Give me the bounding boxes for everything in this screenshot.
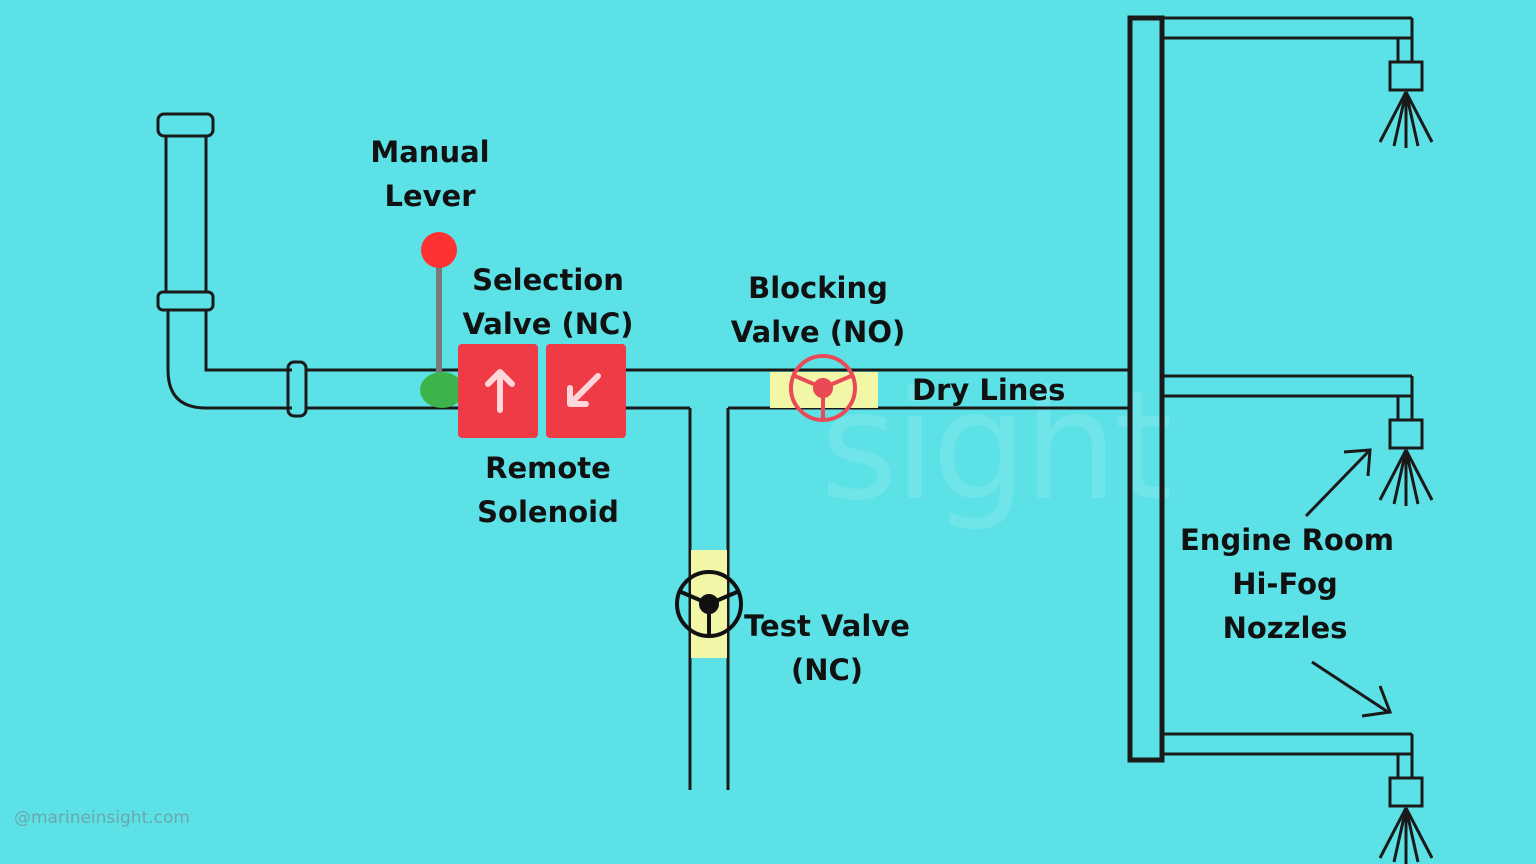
test-valve-label: Test Valve (NC) bbox=[744, 609, 910, 687]
blocking-valve bbox=[770, 354, 878, 422]
blocking-valve-label: Blocking Valve (NO) bbox=[730, 271, 906, 349]
nozzle-bottom bbox=[1378, 752, 1434, 864]
arrow-down-left-icon bbox=[567, 373, 601, 407]
manual-lever-label: Manual Lever bbox=[370, 135, 490, 213]
manual-lever bbox=[420, 232, 464, 408]
nozzle-pointer-arrows bbox=[1304, 448, 1393, 718]
distribution-header-pipe bbox=[1127, 15, 1414, 763]
credit-text: @marineinsight.com bbox=[14, 808, 190, 828]
supply-riser-pipe bbox=[156, 112, 292, 410]
arrow-up-icon bbox=[485, 369, 515, 413]
test-branch-pipe bbox=[688, 408, 730, 790]
nozzle-middle bbox=[1378, 394, 1434, 506]
handwheel-icon bbox=[675, 570, 743, 638]
nozzle-top bbox=[1378, 36, 1434, 148]
remote-solenoid-label: Remote Solenoid bbox=[477, 451, 619, 529]
remote-solenoid bbox=[458, 344, 626, 438]
nozzles-label: Engine Room Hi-Fog Nozzles bbox=[1180, 523, 1394, 645]
selection-valve-label: Selection Valve (NC) bbox=[462, 263, 634, 341]
dry-lines-label: Dry Lines bbox=[912, 373, 1066, 407]
watermark-text: sight bbox=[820, 360, 1173, 534]
handwheel-icon bbox=[789, 354, 857, 422]
test-valve bbox=[675, 550, 743, 658]
